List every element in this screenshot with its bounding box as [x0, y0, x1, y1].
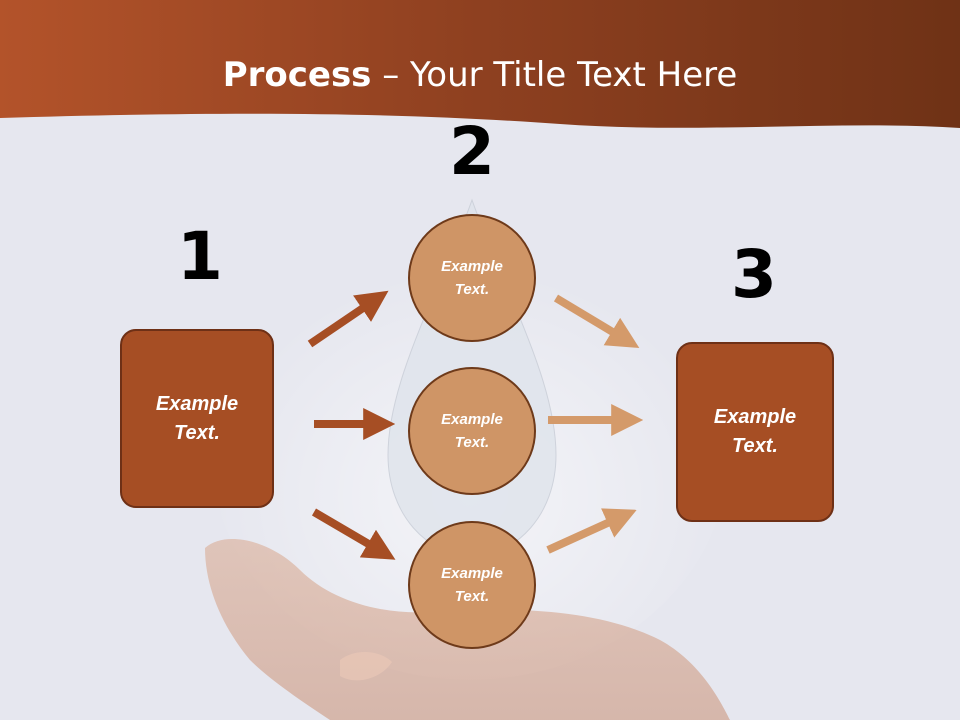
step-box-1-text: Example Text.	[155, 392, 239, 444]
arrow-to-top-circle	[307, 290, 389, 348]
title-bold: Process	[222, 55, 372, 95]
step-number-1: 1	[177, 218, 223, 295]
step-number-2: 2	[449, 113, 495, 190]
title-rest: – Your Title Text Here	[371, 55, 738, 95]
circle-middle: Example Text.	[408, 367, 536, 495]
arrow-from-top-circle	[553, 294, 640, 348]
step-box-1: Example Text.	[120, 329, 274, 508]
step-box-3: Example Text.	[676, 342, 834, 522]
circle-bottom: Example Text.	[408, 521, 536, 649]
circle-bottom-text: Example Text.	[441, 565, 503, 605]
circle-middle-text: Example Text.	[441, 411, 503, 451]
arrow-to-bottom-circle	[311, 508, 396, 560]
circle-top: Example Text.	[408, 214, 536, 342]
circle-top-text: Example Text.	[441, 258, 503, 298]
slide-title: Process – Your Title Text Here	[0, 52, 960, 98]
step-number-3: 3	[731, 236, 777, 313]
header-band	[0, 0, 960, 128]
arrow-from-bottom-circle	[546, 508, 637, 554]
step-box-3-text: Example Text.	[713, 406, 797, 457]
fingernail-image	[340, 651, 392, 681]
